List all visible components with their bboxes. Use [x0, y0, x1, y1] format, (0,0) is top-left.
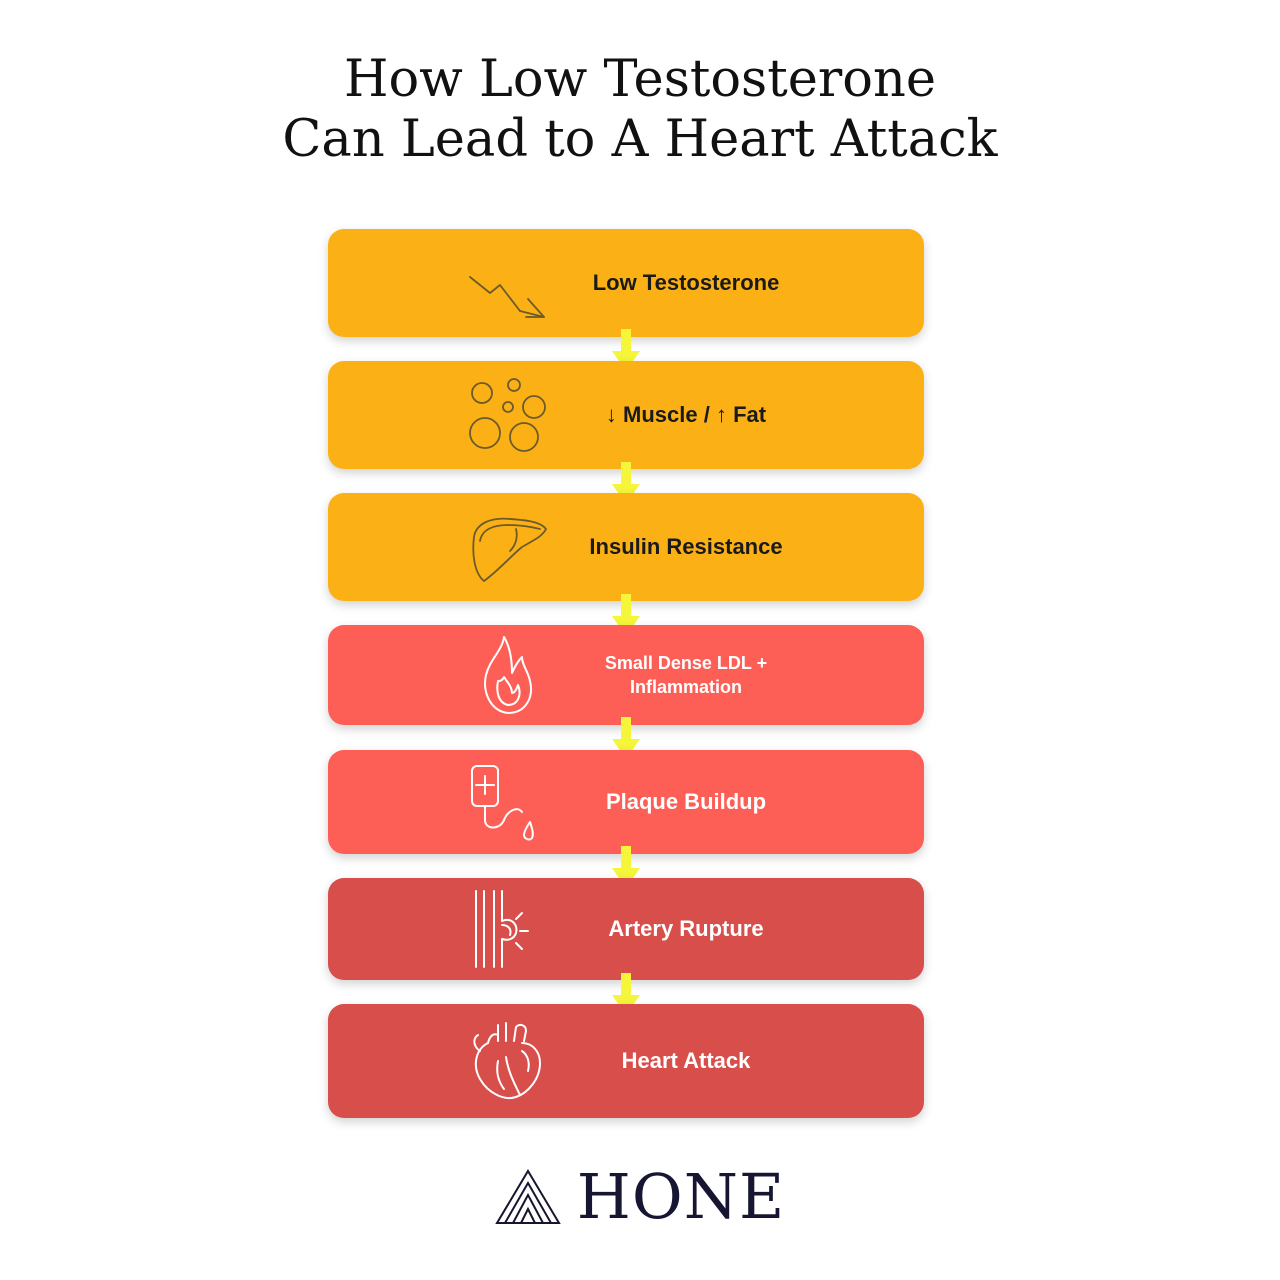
trend-down-arrow-icon: [468, 243, 548, 323]
diagram-title: How Low Testosterone Can Lead to A Heart…: [0, 50, 1280, 170]
step-label: Low Testosterone: [592, 270, 780, 295]
liver-icon: [468, 507, 548, 587]
step-label: Insulin Resistance: [589, 534, 783, 559]
step-label: Plaque Buildup: [605, 789, 767, 814]
fat-cells-icon: [468, 375, 548, 455]
step-label: ↓ Muscle / ↑ Fat: [605, 402, 767, 427]
flame-icon: [468, 635, 548, 715]
step-label: Heart Attack: [621, 1048, 751, 1073]
anatomical-heart-icon: [468, 1021, 548, 1101]
connector-arrow: [612, 846, 640, 888]
connector-arrow: [612, 329, 640, 371]
step-label: Artery Rupture: [608, 916, 764, 941]
step-label: Small Dense LDL + Inflammation: [604, 653, 768, 697]
title-line-2: Can Lead to A Heart Attack: [282, 110, 998, 169]
brand-footer: HONE: [0, 1162, 1280, 1232]
title-line-1: How Low Testosterone: [343, 50, 937, 109]
triangle-logo-icon: [495, 1169, 561, 1225]
artery-rupture-icon: [468, 889, 548, 969]
brand-name: HONE: [576, 1160, 786, 1233]
connector-arrow: [612, 717, 640, 759]
blood-bag-icon: [468, 762, 548, 842]
step-plaque-buildup: Plaque Buildup: [328, 750, 924, 854]
step-low-testosterone: Low Testosterone: [328, 229, 924, 337]
step-heart-attack: Heart Attack: [328, 1004, 924, 1118]
step-artery-rupture: Artery Rupture: [328, 878, 924, 980]
step-ldl-inflammation: Small Dense LDL + Inflammation: [328, 625, 924, 725]
step-insulin-resistance: Insulin Resistance: [328, 493, 924, 601]
step-muscle-fat: ↓ Muscle / ↑ Fat: [328, 361, 924, 469]
